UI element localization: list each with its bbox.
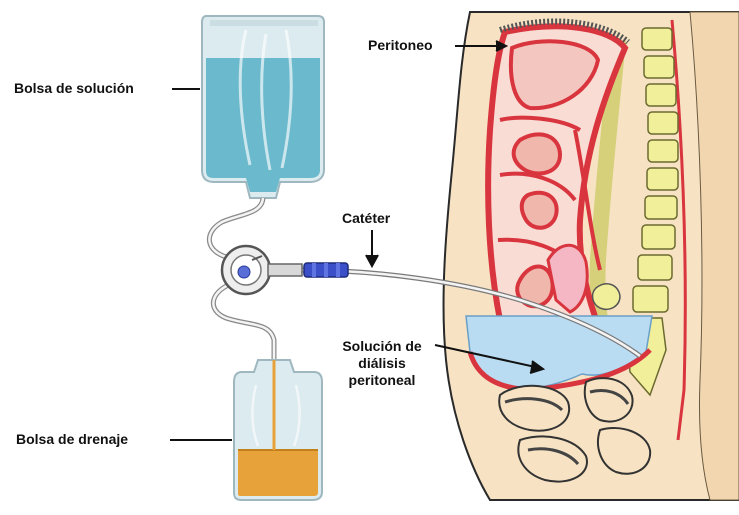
label-solucion-dialisis-line-3: peritoneal [322, 372, 442, 389]
label-bolsa-solucion: Bolsa de solución [14, 80, 134, 97]
label-solucion-dialisis: Solución de diálisis peritoneal [322, 338, 442, 389]
drain-bag [234, 360, 322, 500]
solution-bag [202, 16, 324, 198]
body-section [444, 12, 739, 500]
label-cateter: Catéter [342, 210, 390, 227]
label-peritoneo: Peritoneo [368, 37, 433, 54]
drain-bag-fluid [238, 450, 318, 496]
label-solucion-dialisis-line-2: diálisis [322, 355, 442, 372]
transfer-valve [222, 246, 302, 294]
retroperitoneal-organ [593, 284, 620, 309]
label-solucion-dialisis-line-1: Solución de [322, 338, 442, 355]
label-bolsa-drenaje: Bolsa de drenaje [16, 431, 128, 448]
